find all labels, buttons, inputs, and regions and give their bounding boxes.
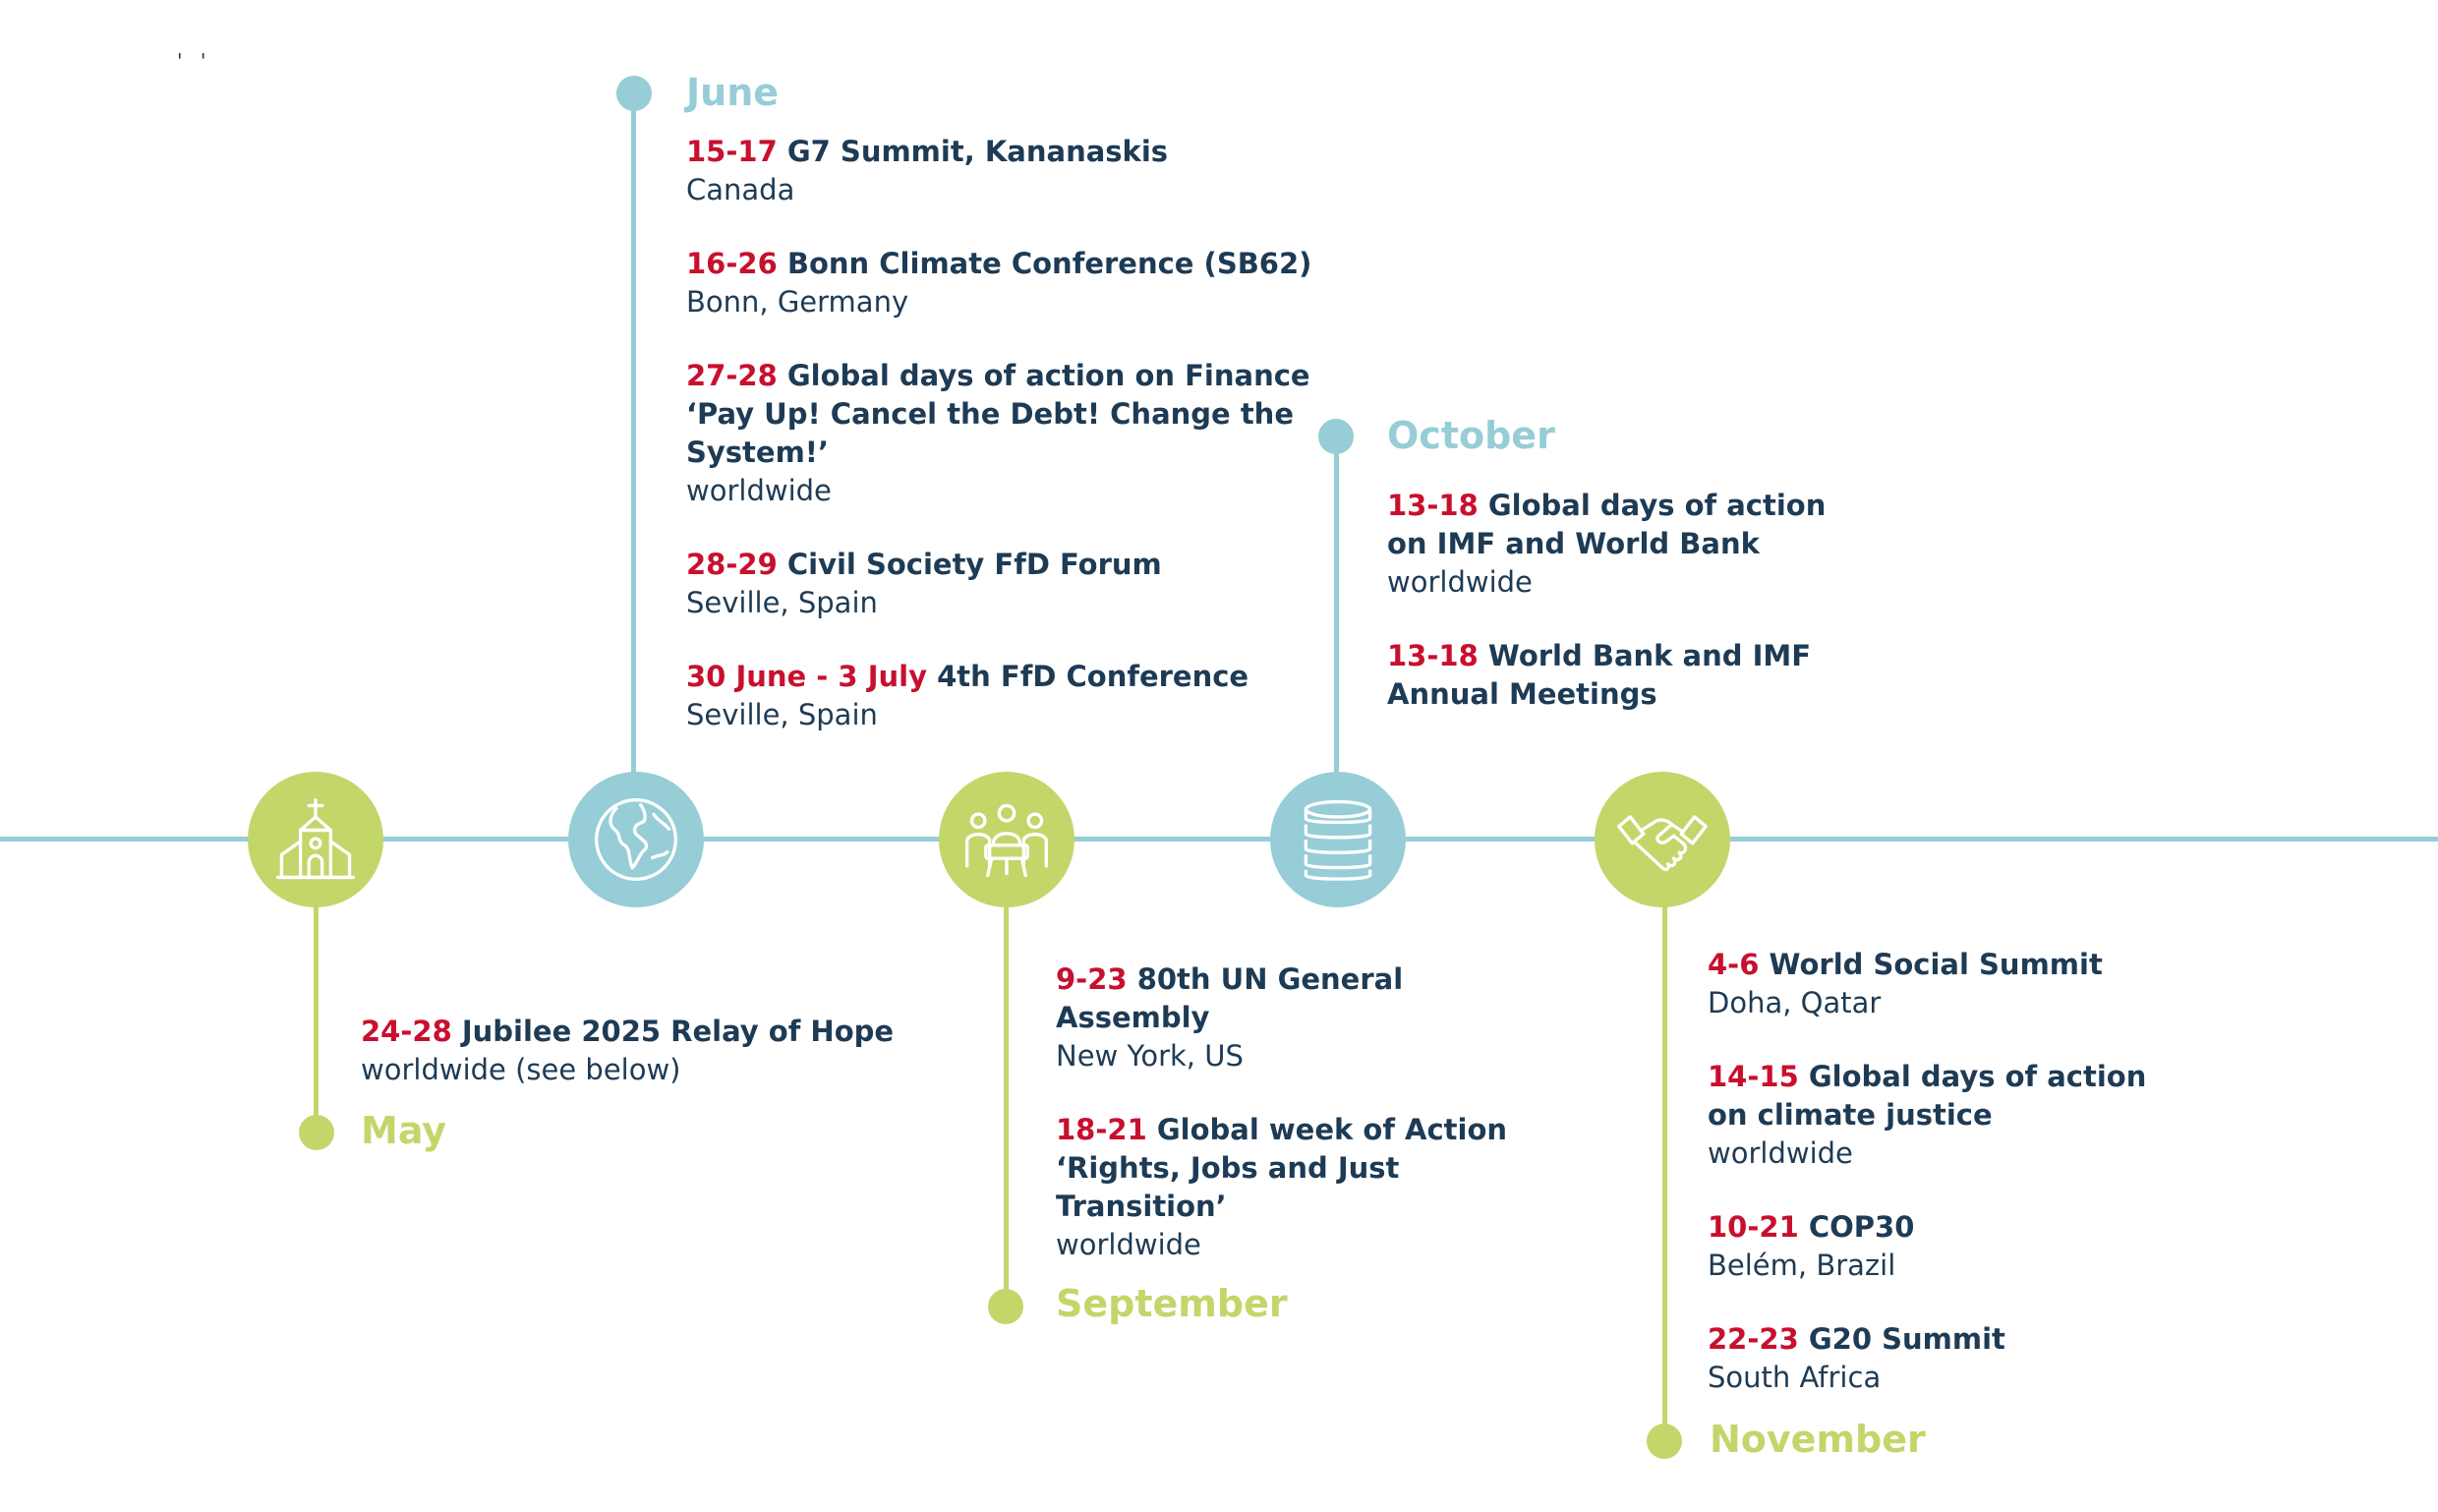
event-title: G7 Summit, Kananaskis [786, 135, 1169, 168]
month-label-may: May [361, 1109, 447, 1152]
october-events: 13-18 Global days of action on IMF and W… [1387, 487, 1859, 749]
event-location: South Africa [1708, 1361, 1882, 1394]
june-circle [568, 772, 704, 907]
event-date: 13-18 [1387, 489, 1479, 522]
event-item: 24-28 Jubilee 2025 Relay of Hope worldwi… [361, 1013, 911, 1089]
june-dot [616, 76, 652, 111]
event-title: Bonn Climate Conference (SB62) [786, 247, 1312, 280]
event-title: Global days of action on Finance ‘Pay Up… [686, 359, 1310, 469]
event-item: 9-23 80th UN General Assembly New York, … [1056, 960, 1528, 1076]
event-item: 27-28 Global days of action on Finance ‘… [686, 357, 1355, 510]
event-item: 13-18 Global days of action on IMF and W… [1387, 487, 1859, 602]
event-date: 13-18 [1387, 639, 1479, 672]
corner-mark: ' ' [177, 49, 212, 73]
november-stem [1662, 885, 1667, 1445]
event-title: COP30 [1808, 1210, 1915, 1244]
may-circle [248, 772, 383, 907]
may-events: 24-28 Jubilee 2025 Relay of Hope worldwi… [361, 1013, 911, 1125]
event-location: Seville, Spain [686, 698, 878, 731]
event-location: worldwide [1056, 1228, 1201, 1261]
event-title: G20 Summit [1808, 1322, 2005, 1356]
event-location: Bonn, Germany [686, 285, 909, 319]
november-events: 4-6 World Social Summit Doha, Qatar 14-1… [1708, 946, 2179, 1432]
event-location: worldwide [686, 474, 832, 507]
november-circle [1595, 772, 1730, 907]
month-label-october: October [1387, 414, 1555, 457]
event-title: Civil Society FfD Forum [786, 548, 1162, 581]
event-date: 15-17 [686, 135, 778, 168]
may-stem [314, 885, 319, 1131]
event-item: 14-15 Global days of action on climate j… [1708, 1058, 2179, 1173]
event-item: 13-18 World Bank and IMF Annual Meetings [1387, 637, 1859, 714]
event-title: Global days of action on IMF and World B… [1387, 489, 1827, 560]
september-circle [939, 772, 1074, 907]
church-icon [275, 798, 356, 880]
month-label-june: June [686, 71, 780, 114]
event-location: Seville, Spain [686, 586, 878, 619]
event-location: Belém, Brazil [1708, 1249, 1896, 1282]
event-item: 15-17 G7 Summit, Kananaskis Canada [686, 133, 1355, 209]
june-events: 15-17 G7 Summit, Kananaskis Canada 16-26… [686, 133, 1355, 770]
event-item: 18-21 Global week of Action ‘Rights, Job… [1056, 1111, 1528, 1264]
month-label-november: November [1710, 1418, 1926, 1461]
event-date: 4-6 [1708, 948, 1760, 981]
september-stem [1004, 885, 1009, 1308]
event-date: 27-28 [686, 359, 778, 392]
may-dot [299, 1115, 334, 1150]
event-item: 16-26 Bonn Climate Conference (SB62) Bon… [686, 245, 1355, 321]
september-events: 9-23 80th UN General Assembly New York, … [1056, 960, 1528, 1300]
event-location: Canada [686, 173, 795, 206]
globe-icon [595, 798, 677, 881]
event-date: 9-23 [1056, 962, 1128, 996]
event-location: worldwide (see below) [361, 1053, 681, 1086]
november-dot [1647, 1424, 1682, 1459]
month-label-september: September [1056, 1282, 1288, 1325]
june-stem [631, 93, 636, 782]
event-date: 16-26 [686, 247, 778, 280]
event-date: 14-15 [1708, 1060, 1799, 1093]
event-date: 22-23 [1708, 1322, 1799, 1356]
october-circle [1270, 772, 1406, 907]
event-title: Global week of Action ‘Rights, Jobs and … [1056, 1113, 1508, 1223]
handshake-icon [1617, 815, 1708, 872]
october-dot [1318, 419, 1354, 454]
september-dot [988, 1289, 1023, 1324]
event-title: Jubilee 2025 Relay of Hope [461, 1015, 895, 1048]
event-title: World Bank and IMF Annual Meetings [1387, 639, 1812, 711]
event-location: worldwide [1708, 1136, 1853, 1170]
event-title: Global days of action on climate justice [1708, 1060, 2147, 1132]
event-location: Doha, Qatar [1708, 986, 1882, 1019]
event-item: 4-6 World Social Summit Doha, Qatar [1708, 946, 2179, 1022]
event-title: World Social Summit [1769, 948, 2103, 981]
event-title: 80th UN General Assembly [1056, 962, 1404, 1034]
coins-icon [1304, 799, 1372, 881]
event-item: 28-29 Civil Society FfD Forum Seville, S… [686, 546, 1355, 622]
event-item: 10-21 COP30 Belém, Brazil [1708, 1208, 2179, 1285]
timeline-axis [0, 837, 2438, 842]
event-title: 4th FfD Conference [937, 660, 1249, 693]
event-date: 10-21 [1708, 1210, 1799, 1244]
event-date: 28-29 [686, 548, 778, 581]
meeting-icon [965, 803, 1048, 878]
event-date: 30 June - 3 July [686, 660, 927, 693]
event-location: New York, US [1056, 1039, 1244, 1073]
event-item: 22-23 G20 Summit South Africa [1708, 1320, 2179, 1397]
event-date: 18-21 [1056, 1113, 1147, 1146]
event-item: 30 June - 3 July 4th FfD Conference Sevi… [686, 658, 1355, 734]
october-stem [1334, 437, 1339, 782]
event-location: worldwide [1387, 565, 1533, 599]
event-date: 24-28 [361, 1015, 452, 1048]
